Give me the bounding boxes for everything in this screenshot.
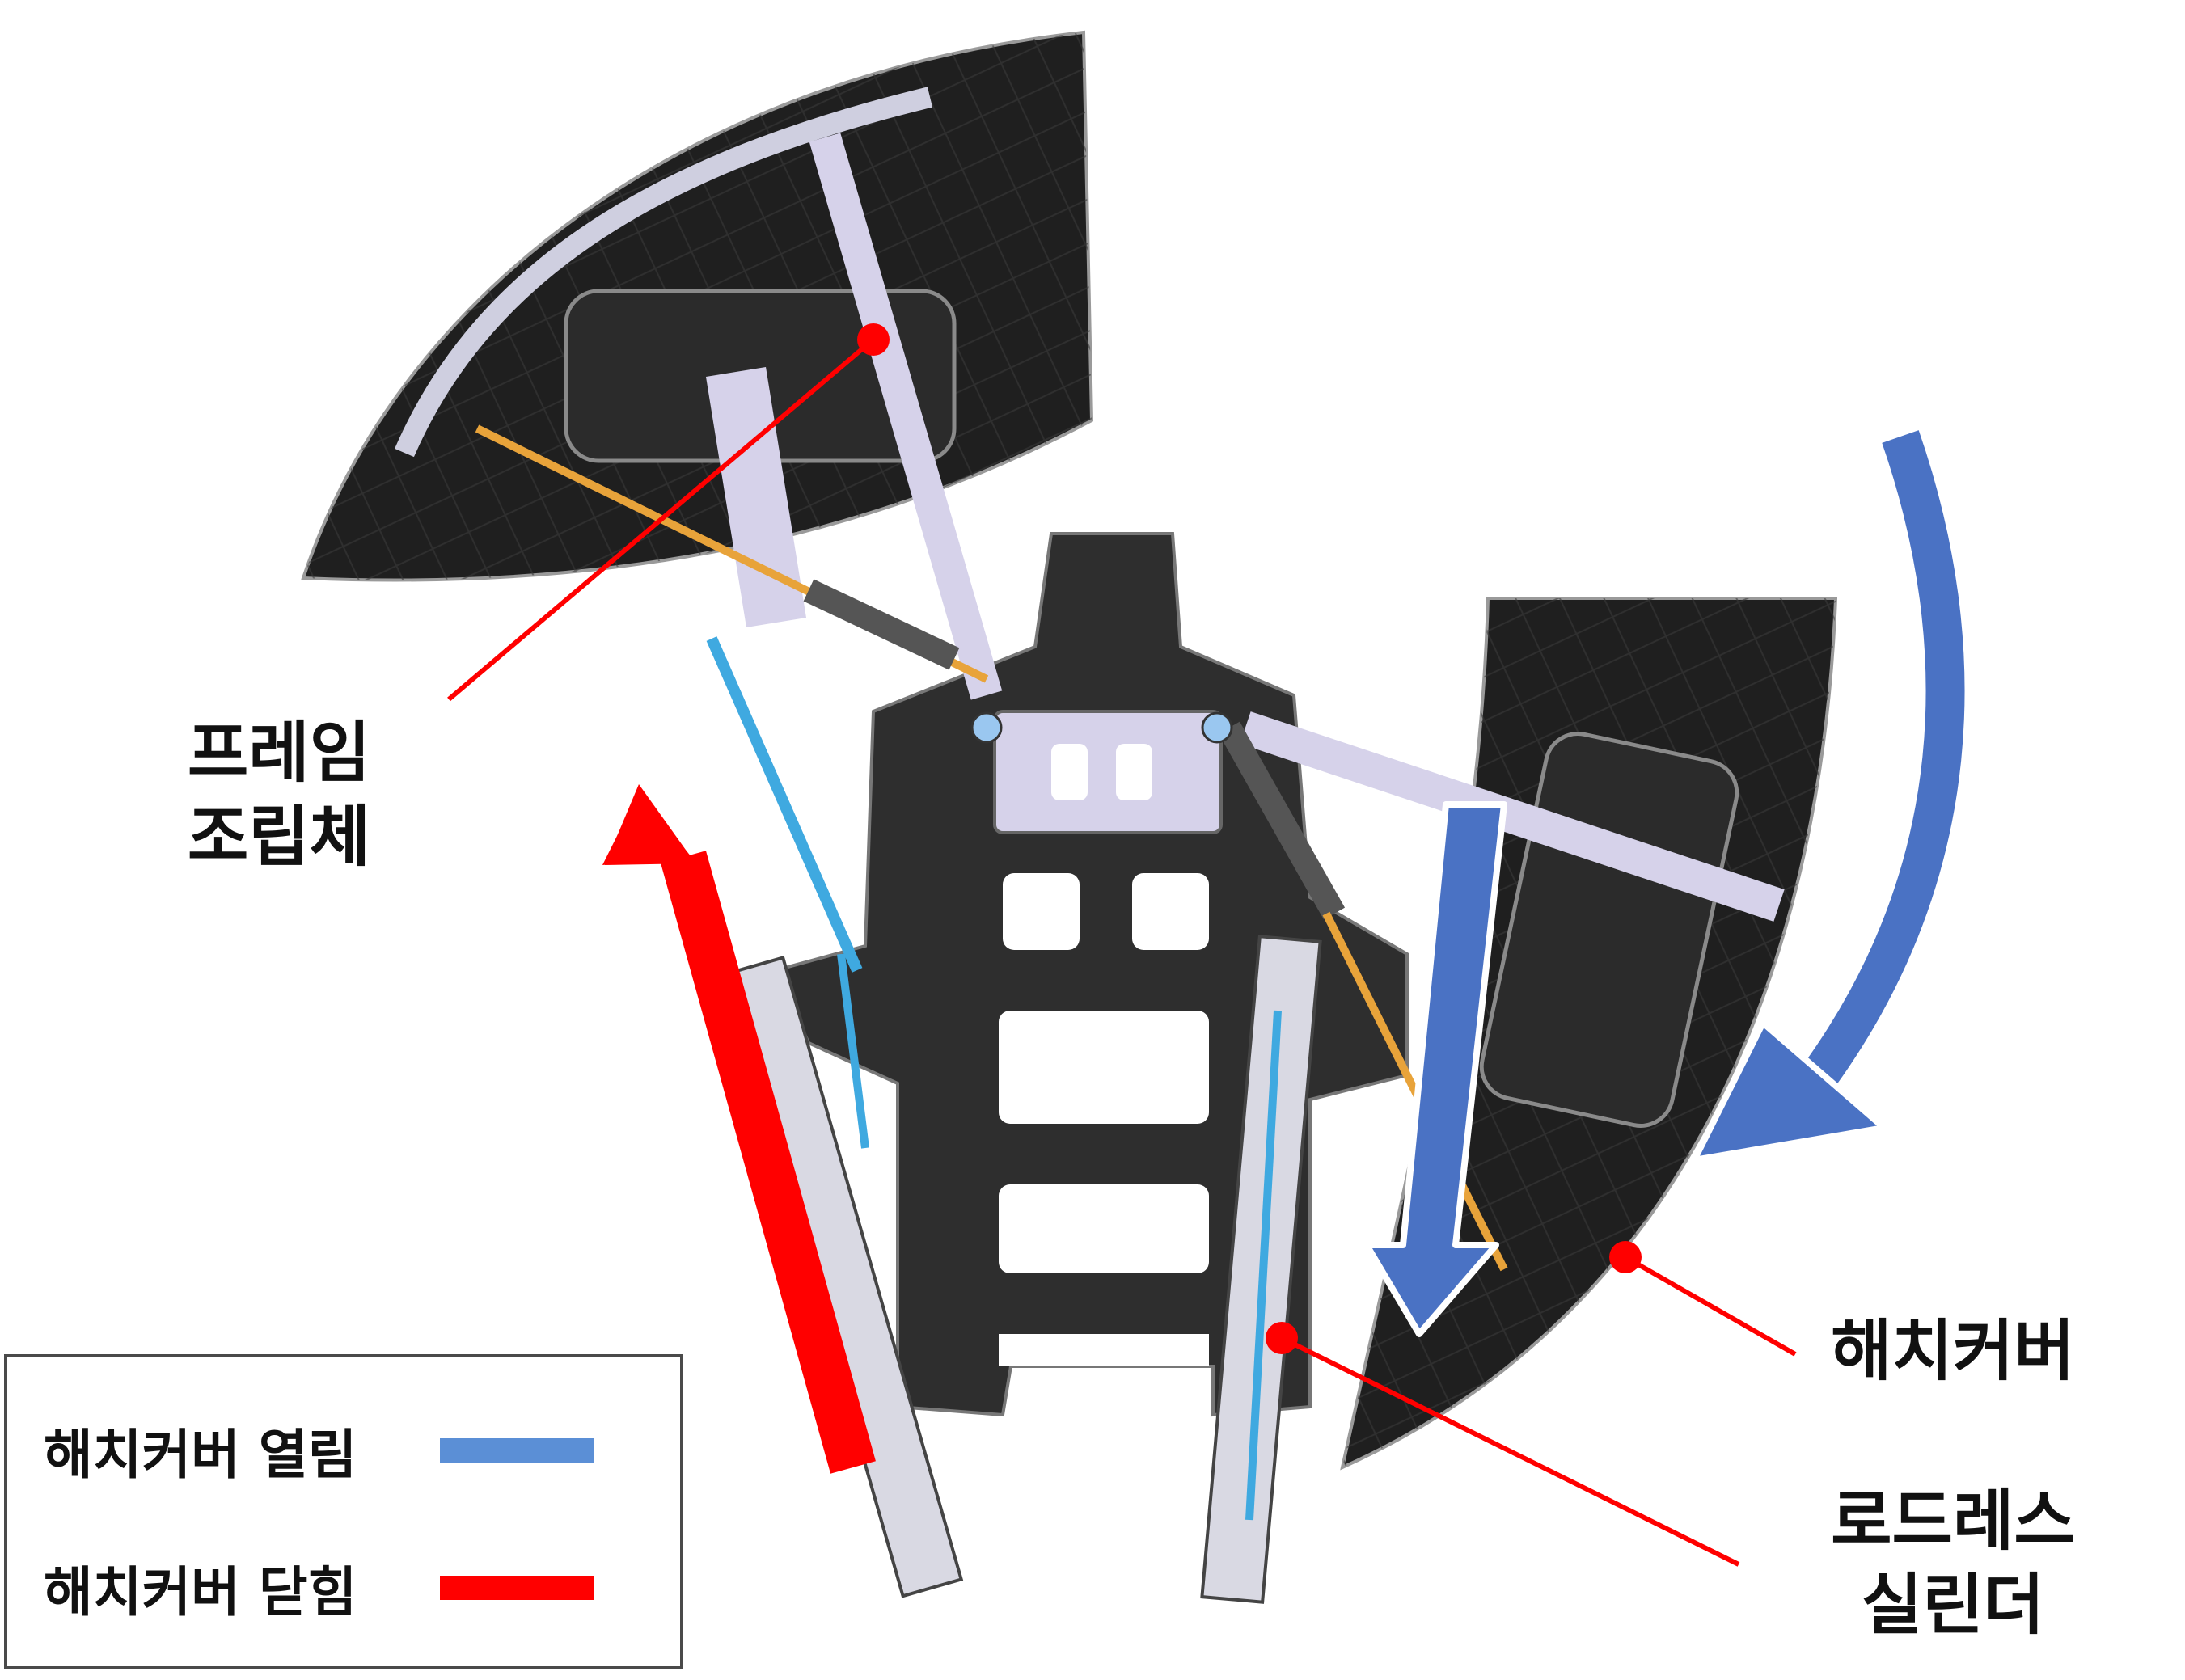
legend-box: 해치커버 열림 해치커버 닫힘 bbox=[4, 1354, 683, 1669]
label-frame-line1: 프레임 bbox=[187, 715, 371, 791]
label-frame-line2: 조립체 bbox=[187, 799, 371, 876]
hatch-cover-upper bbox=[301, 30, 1094, 582]
legend-close-label: 해치커버 닫힘 bbox=[44, 1561, 357, 1623]
legend-open-label: 해치커버 열림 bbox=[44, 1424, 357, 1486]
callout-cylinder bbox=[1266, 1322, 1740, 1567]
label-cylinder-line2: 실린더 bbox=[1861, 1567, 2045, 1644]
legend-row-open: 해치커버 열림 bbox=[44, 1402, 594, 1499]
close-arrow bbox=[602, 784, 876, 1474]
callout-hatch-cover bbox=[1609, 1241, 1797, 1357]
label-rodless-cylinder: 로드레스 실린더 bbox=[1791, 1479, 2115, 1648]
label-frame-assembly: 프레임 조립체 bbox=[146, 711, 412, 880]
label-cylinder-line1: 로드레스 bbox=[1831, 1483, 2075, 1560]
legend-close-swatch bbox=[440, 1576, 594, 1600]
legend-open-swatch bbox=[440, 1438, 594, 1463]
legend-row-close: 해치커버 닫힘 bbox=[44, 1539, 594, 1636]
open-arrow-straight bbox=[1363, 801, 1507, 1337]
open-arrow-curved bbox=[1691, 428, 1972, 1163]
callout-frame bbox=[447, 323, 890, 702]
label-hatch-cover: 해치커버 bbox=[1831, 1313, 2075, 1390]
rodless-cylinder-right bbox=[1200, 935, 1322, 1604]
